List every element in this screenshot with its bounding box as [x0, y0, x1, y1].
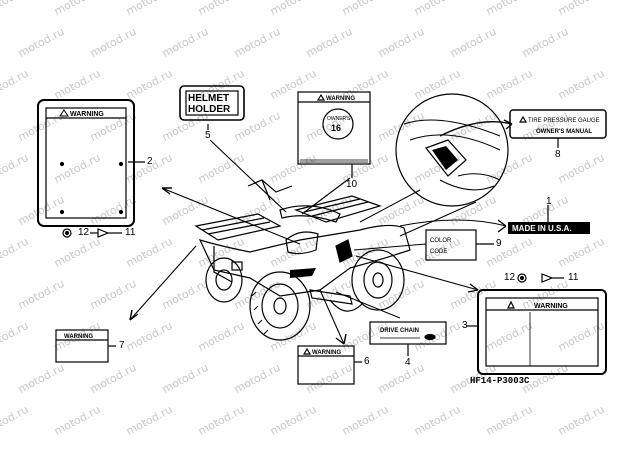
decal-2-warning-panel	[37, 99, 135, 227]
part-number-10: 10	[346, 179, 358, 190]
diagram-code: HF14-P3003C	[470, 376, 530, 386]
helmet-line-2: HOLDER	[188, 104, 231, 115]
inset-zoom-circle	[359, 93, 513, 237]
tire-line-1: TIRE PRESSURE GAUGE	[528, 118, 600, 124]
decal-6-text: WARNING	[312, 350, 341, 356]
part-number-12-right: 12	[504, 272, 516, 283]
part-number-2: 2	[147, 156, 153, 167]
atv-drawing	[194, 179, 411, 341]
owner-line-2: 16	[331, 123, 341, 133]
drive-chain-text: DRIVE CHAIN	[380, 328, 419, 334]
decal-5-helmet-holder	[179, 85, 245, 121]
decal-9-color-code	[425, 229, 477, 261]
made-in-text: MADE IN U.S.A.	[512, 224, 572, 233]
part-number-4: 4	[405, 357, 411, 368]
fastener-12-11-right	[517, 273, 564, 283]
part-number-6: 6	[364, 356, 370, 367]
tire-line-2: OWNER'S MANUAL	[536, 129, 592, 135]
part-number-1: 1	[546, 196, 552, 207]
decal-3-warning-panel	[477, 289, 607, 375]
fastener-12-11-left	[62, 228, 122, 238]
part-number-12-left: 12	[78, 227, 90, 238]
part-number-11-left: 11	[125, 227, 136, 238]
helmet-line-1: HELMET	[188, 93, 229, 104]
color-line-2: CODE	[430, 249, 447, 255]
leader-lines	[129, 139, 507, 345]
part-number-5: 5	[205, 130, 211, 141]
decal-6-warning	[297, 345, 355, 385]
part-number-9: 9	[496, 238, 502, 249]
decal-7-text: WARNING	[64, 334, 93, 340]
part-number-7: 7	[119, 340, 125, 351]
part-number-11-right: 11	[568, 272, 579, 283]
decal-2-text: WARNING	[70, 111, 104, 118]
decal-10-owners-manual	[297, 91, 371, 165]
color-line-1: COLOR	[430, 238, 452, 244]
owner-line-1: OWNER'S	[327, 116, 351, 122]
decal-1-made-in-usa	[508, 222, 590, 234]
decal-10-text: WARNING	[326, 96, 355, 102]
part-number-8: 8	[555, 149, 561, 160]
part-number-3: 3	[462, 320, 468, 331]
decal-3-text: WARNING	[534, 303, 568, 310]
